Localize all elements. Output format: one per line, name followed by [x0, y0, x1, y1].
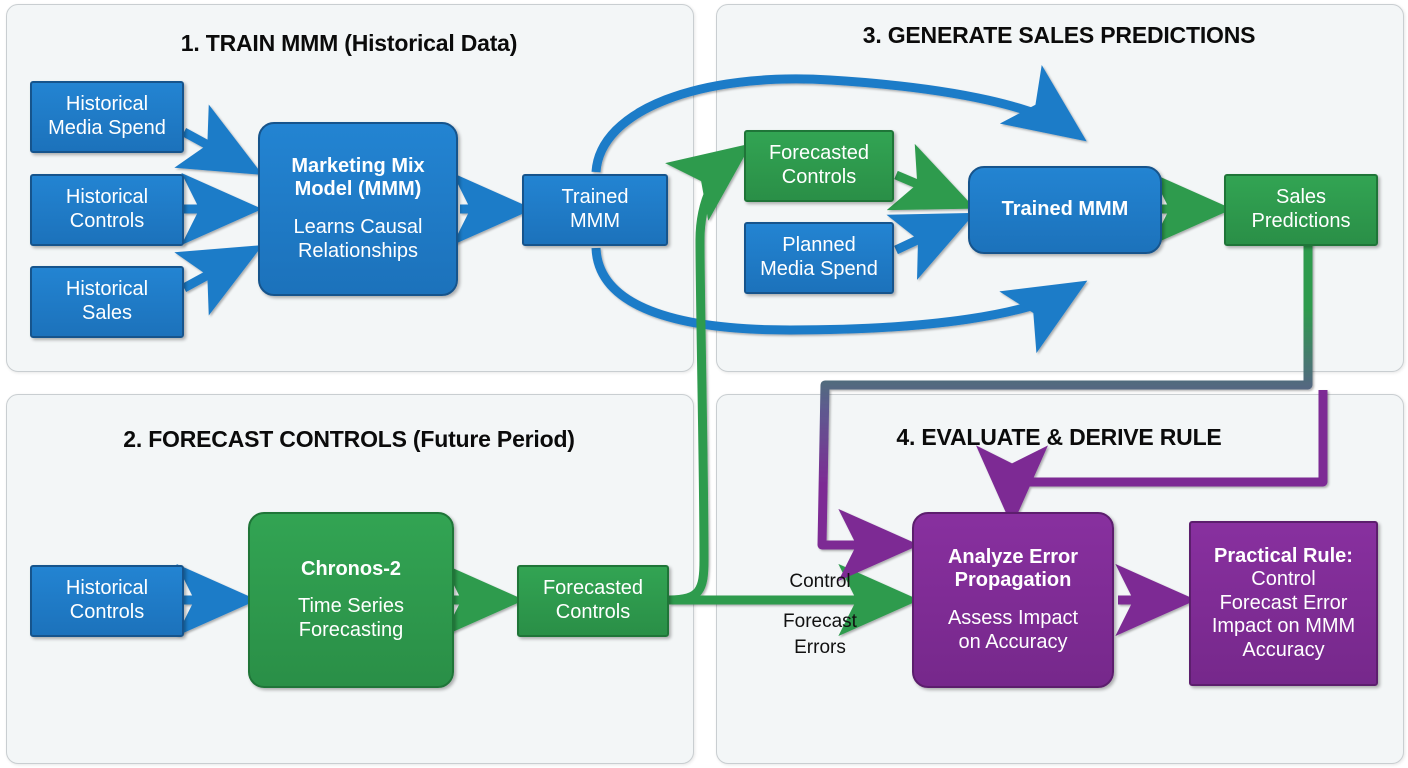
node-line-1: Forecasted: [768, 142, 870, 165]
node-practical-rule[interactable]: Practical Rule: Control Forecast Error I…: [1189, 521, 1378, 686]
node-chronos-2[interactable]: Chronos-2 Time Series Forecasting: [248, 512, 454, 688]
node-planned-media-spend[interactable]: Planned Media Spend: [744, 222, 894, 294]
node-line-2: Control: [1251, 568, 1316, 591]
node-line-1: Chronos-2: [301, 557, 401, 580]
node-trained-mmm-train[interactable]: Trained MMM: [522, 174, 668, 246]
edge-label-errors: Errors: [794, 637, 846, 658]
node-line-3: Forecast Error: [1219, 591, 1348, 614]
node-line-1: Historical: [65, 186, 149, 209]
panel-4-title: 4. EVALUATE & DERIVE RULE: [896, 424, 1222, 450]
node-line-1: Analyze Error: [947, 545, 1079, 568]
node-line-2: Media Spend: [48, 117, 166, 139]
node-historical-controls-forecast[interactable]: Historical Controls: [30, 565, 184, 637]
node-line-1: Practical Rule:: [1214, 544, 1353, 567]
node-sub-2: Forecasting: [298, 618, 404, 641]
node-sub-1: Assess Impact: [947, 607, 1079, 629]
node-line-2: Media Spend: [760, 258, 878, 280]
node-line-2: Predictions: [1251, 210, 1351, 232]
node-line-2: Controls: [555, 601, 631, 623]
node-line-2: Propagation: [954, 569, 1072, 592]
node-line-1: Forecasted: [542, 577, 644, 600]
panel-3-title: 3. GENERATE SALES PREDICTIONS: [862, 22, 1256, 48]
node-line-5: Accuracy: [1242, 638, 1325, 661]
panel-1-title: 1. TRAIN MMM (Historical Data): [180, 30, 518, 56]
node-historical-media-spend[interactable]: Historical Media Spend: [30, 81, 184, 153]
node-line-2: Controls: [69, 601, 145, 623]
node-trained-mmm-predict[interactable]: Trained MMM: [968, 166, 1162, 254]
node-marketing-mix-model[interactable]: Marketing Mix Model (MMM) Learns Causal …: [258, 122, 458, 296]
node-sub-1: Learns Causal: [293, 216, 423, 238]
node-line-2: Controls: [69, 210, 145, 232]
node-sales-predictions[interactable]: Sales Predictions: [1224, 174, 1378, 246]
node-line-1: Sales: [1275, 186, 1327, 209]
node-line-2: Sales: [81, 302, 133, 324]
node-line-1: Historical: [65, 93, 149, 116]
node-sub-2: Relationships: [297, 239, 419, 262]
node-line-1: Trained: [561, 186, 629, 209]
node-line-1: Trained MMM: [1001, 198, 1129, 221]
node-sub-2: on Accuracy: [958, 630, 1068, 653]
node-line-1: Marketing Mix: [291, 154, 425, 177]
node-line-1: Planned: [782, 234, 856, 257]
panel-2-title: 2. FORECAST CONTROLS (Future Period): [123, 426, 575, 452]
node-historical-controls-train[interactable]: Historical Controls: [30, 174, 184, 246]
node-line-1: Historical: [65, 577, 149, 600]
node-line-2: Model (MMM): [294, 178, 422, 201]
node-historical-sales[interactable]: Historical Sales: [30, 266, 184, 338]
node-line-2: Controls: [781, 166, 857, 188]
node-line-2: MMM: [570, 210, 620, 232]
node-analyze-error-propagation[interactable]: Analyze Error Propagation Assess Impact …: [912, 512, 1114, 688]
edge-label-control: Control: [789, 571, 851, 592]
node-forecasted-controls-forecast[interactable]: Forecasted Controls: [517, 565, 669, 637]
node-line-1: Historical: [65, 278, 149, 301]
node-line-4: Impact on MMM: [1211, 615, 1356, 638]
edge-label-forecast: Forecast: [783, 611, 857, 632]
node-forecasted-controls-predict[interactable]: Forecasted Controls: [744, 130, 894, 202]
node-sub-1: Time Series: [298, 595, 404, 618]
